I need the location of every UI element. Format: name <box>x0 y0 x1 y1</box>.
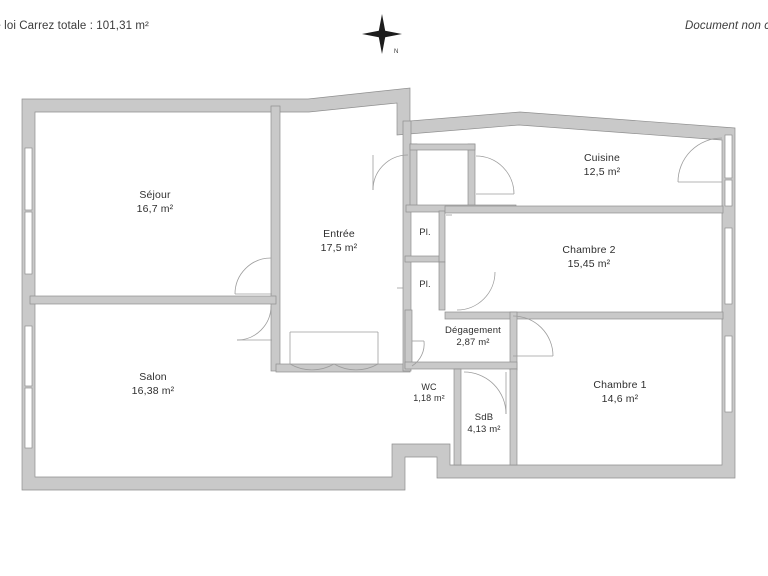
wall-chambre2-chambre1 <box>444 311 724 320</box>
windows <box>24 134 733 449</box>
room-label-chambre1: Chambre 1 14,6 m² <box>560 379 680 406</box>
room-area-wc: 1,18 m² <box>413 393 445 403</box>
wall-cuisine-chambre2 <box>444 205 724 214</box>
doors <box>234 137 723 415</box>
wall-degagement-left <box>404 309 413 369</box>
svg-text:N: N <box>394 49 398 55</box>
room-name-cuisine: Cuisine <box>583 152 621 164</box>
room-area-salon: 16,38 m² <box>131 384 175 397</box>
wall-closet-divider <box>404 255 444 263</box>
room-name-sdb: SdB <box>474 412 494 423</box>
exterior-walls <box>21 87 736 491</box>
door-landing-left <box>372 154 409 191</box>
room-area-chambre2: 15,45 m² <box>567 257 611 270</box>
window-salon-left-2 <box>24 387 33 449</box>
room-label-entree: Entrée 17,5 m² <box>289 228 389 255</box>
window-chambre2-right <box>724 227 733 305</box>
room-name-entree: Entrée <box>323 228 355 240</box>
room-area-cuisine: 12,5 m² <box>583 165 621 178</box>
wall-degagement-bottom <box>404 361 518 370</box>
room-name-chambre1: Chambre 1 <box>593 379 647 391</box>
door-cuisine-right <box>677 137 723 183</box>
room-name-sejour: Séjour <box>139 189 171 201</box>
wall-vertical-sejour-entree <box>270 105 281 372</box>
room-label-chambre2: Chambre 2 15,45 m² <box>529 244 649 271</box>
wall-landing-right <box>467 143 476 209</box>
wall-closet-right-lower <box>438 261 446 311</box>
room-area-sdb: 4,13 m² <box>467 424 501 435</box>
compass-rose-north-icon: N <box>360 12 404 56</box>
door-sdb <box>463 371 507 415</box>
carrez-total-area-label: ...cie loi Carrez totale : 101,31 m² <box>0 20 149 32</box>
room-label-salon: Salon 16,38 m² <box>103 371 203 398</box>
window-salon-left-1 <box>24 325 33 387</box>
wall-landing-left <box>409 143 418 209</box>
room-name-chambre2: Chambre 2 <box>562 244 616 256</box>
room-label-cuisine: Cuisine 12,5 m² <box>552 152 652 179</box>
room-label-degagement: Dégagement 2,87 m² <box>428 325 518 349</box>
room-area-sejour: 16,7 m² <box>136 202 174 215</box>
room-area-degagement: 2,87 m² <box>456 337 490 348</box>
room-area-entree: 17,5 m² <box>320 241 358 254</box>
room-name-wc: WC <box>421 382 437 392</box>
window-cuisine-right-1 <box>724 134 733 179</box>
closet-name-upper: Pl. <box>419 227 431 238</box>
wall-structure <box>21 87 736 491</box>
closet-label-upper: Pl. <box>410 227 440 239</box>
window-sejour-left-1 <box>24 147 33 211</box>
room-name-degagement: Dégagement <box>445 325 501 336</box>
room-name-salon: Salon <box>139 371 167 383</box>
room-label-wc: WC 1,18 m² <box>410 382 448 404</box>
door-landing-cuisine <box>475 155 515 195</box>
wall-entree-right <box>402 120 412 372</box>
door-degagement-chambre1 <box>512 315 554 357</box>
door-salon-entree <box>236 305 272 341</box>
door-sejour-entree <box>234 257 272 295</box>
closet-name-lower: Pl. <box>419 279 431 290</box>
wall-horizontal-sejour-salon <box>29 295 277 305</box>
wall-sdb-right <box>509 368 518 466</box>
door-chambre2 <box>456 271 496 311</box>
door-entree-double <box>289 331 379 371</box>
closet-label-lower: Pl. <box>410 279 440 291</box>
window-cuisine-right-2 <box>724 179 733 207</box>
room-label-sejour: Séjour 16,7 m² <box>105 189 205 216</box>
window-chambre1-right <box>724 335 733 413</box>
window-sejour-left-2 <box>24 211 33 275</box>
room-area-chambre1: 14,6 m² <box>601 392 639 405</box>
room-label-sdb: SdB 4,13 m² <box>455 412 513 436</box>
document-disclaimer-label: Document non cor... <box>684 20 768 32</box>
wall-wc-right <box>453 368 462 466</box>
wall-landing-top <box>409 143 476 151</box>
door-degagement-wc <box>411 340 425 367</box>
